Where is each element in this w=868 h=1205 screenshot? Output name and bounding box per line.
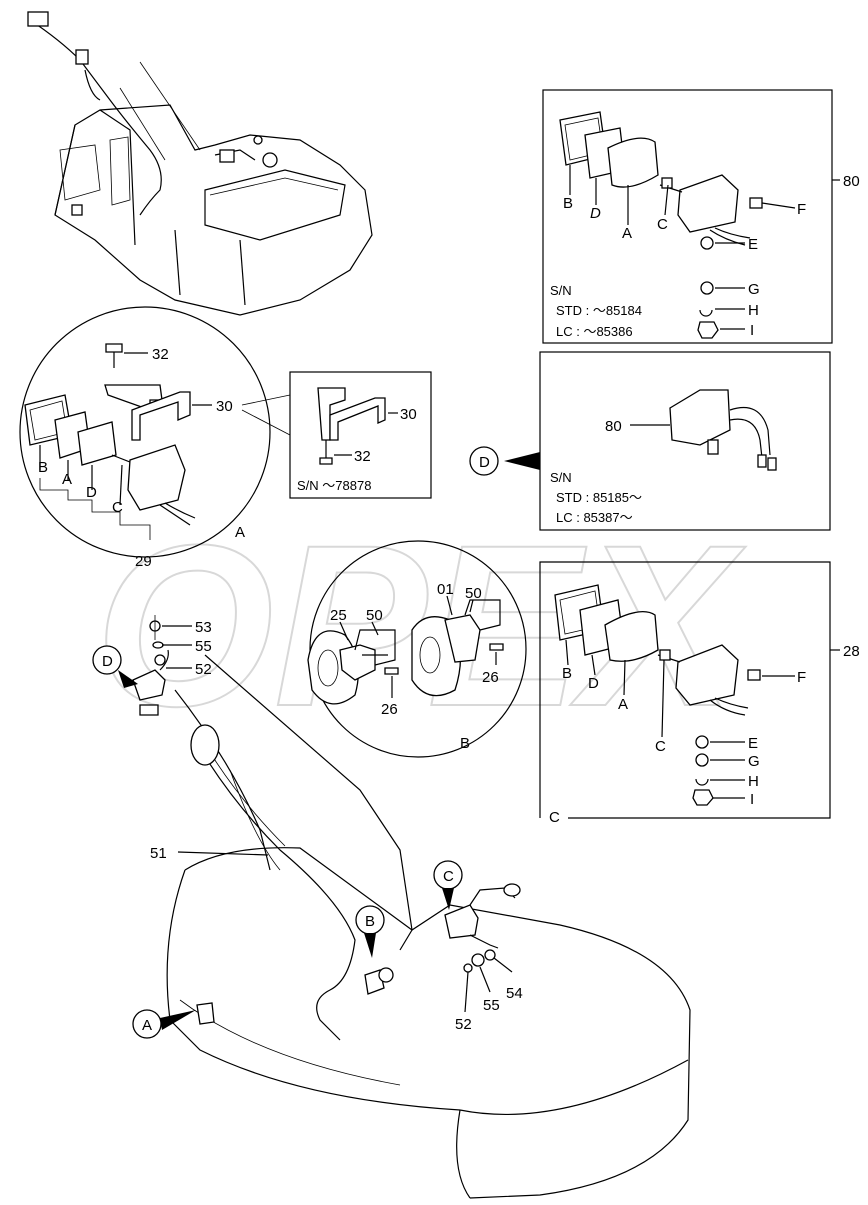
callout-A: A [132, 1009, 196, 1039]
box-D-sn: S/N [550, 470, 572, 485]
label-50-right: 50 [465, 585, 482, 602]
letter-C-28: C [655, 738, 666, 755]
letter-F-28: F [797, 669, 806, 686]
letter-B-28: B [562, 665, 572, 682]
box-28-letter-C: C [549, 809, 560, 826]
label-01: 01 [437, 581, 454, 598]
circle-B-letter: B [460, 735, 470, 752]
label-52-top: 52 [195, 661, 212, 678]
excavator-upper-body [27, 11, 373, 316]
box-28: C 28 B D A C F E G H I [539, 561, 860, 826]
label-54: 54 [506, 985, 523, 1002]
label-55-bottom: 55 [483, 997, 500, 1014]
callout-D-left: D [92, 645, 138, 688]
letter-G-80: G [748, 281, 760, 298]
label-26-left: 26 [381, 701, 398, 718]
callout-D-left-letter: D [102, 653, 113, 670]
callout-C: C [433, 860, 463, 910]
callout-D-right: D [469, 446, 540, 476]
letter-B-A: B [38, 459, 48, 476]
box-D-lc: LC : 85387～ [556, 510, 633, 525]
letter-I-80: I [750, 322, 754, 339]
label-51: 51 [150, 845, 167, 862]
box-80-std: STD : ～85184 [556, 303, 642, 318]
letter-D-80: D [590, 205, 601, 222]
detail-circle-A: A 32 30 B A D C 29 [19, 306, 291, 570]
callout-B: B [355, 905, 385, 958]
callout-D-right-letter: D [479, 454, 490, 471]
label-28: 28 [843, 643, 860, 660]
label-80-top: 80 [843, 173, 860, 190]
box-80-lc: LC : ～85386 [556, 324, 633, 339]
letter-H-80: H [748, 302, 759, 319]
letter-E-80: E [748, 236, 758, 253]
lower-body: 51 [132, 615, 691, 1199]
letter-F-80: F [797, 201, 806, 218]
callout-B-letter: B [365, 913, 375, 930]
box-30: 30 32 S/N ～78878 [289, 371, 432, 499]
box-80-frame [542, 89, 833, 344]
letter-G-28: G [748, 753, 760, 770]
work-lamp-exploded [559, 111, 796, 339]
label-52-bottom: 52 [455, 1016, 472, 1033]
label-25: 25 [330, 607, 347, 624]
letter-I-28: I [750, 791, 754, 808]
label-30-left: 30 [216, 398, 233, 415]
letter-D-A: D [86, 484, 97, 501]
box-D: 80 S/N STD : 85185～ LC : 85387～ [539, 351, 831, 531]
circle-A-letter: A [235, 524, 245, 541]
detail-circle-B: B 25 50 01 50 26 26 [307, 540, 527, 758]
label-53: 53 [195, 619, 212, 636]
box-80-sn: S/N [550, 283, 572, 298]
box-80: 80 B D A C F E G [542, 89, 860, 344]
letter-D-28: D [588, 675, 599, 692]
callout-C-letter: C [443, 868, 454, 885]
letter-B-80: B [563, 195, 573, 212]
letter-A-28: A [618, 696, 628, 713]
label-32-box: 32 [354, 448, 371, 465]
label-50-left: 50 [366, 607, 383, 624]
label-80-D: 80 [605, 418, 622, 435]
label-32-left: 32 [152, 346, 169, 363]
label-30-box: 30 [400, 406, 417, 423]
label-29: 29 [135, 553, 152, 570]
box-30-sn: S/N ～78878 [297, 478, 371, 493]
letter-E-28: E [748, 735, 758, 752]
box-D-std: STD : 85185～ [556, 490, 642, 505]
letter-H-28: H [748, 773, 759, 790]
letter-A-80: A [622, 225, 632, 242]
callout-A-letter: A [142, 1017, 152, 1034]
label-55-top: 55 [195, 638, 212, 655]
letter-A-A: A [62, 471, 72, 488]
letter-C-A: C [112, 499, 123, 516]
label-26-right: 26 [482, 669, 499, 686]
letter-C-80: C [657, 216, 668, 233]
